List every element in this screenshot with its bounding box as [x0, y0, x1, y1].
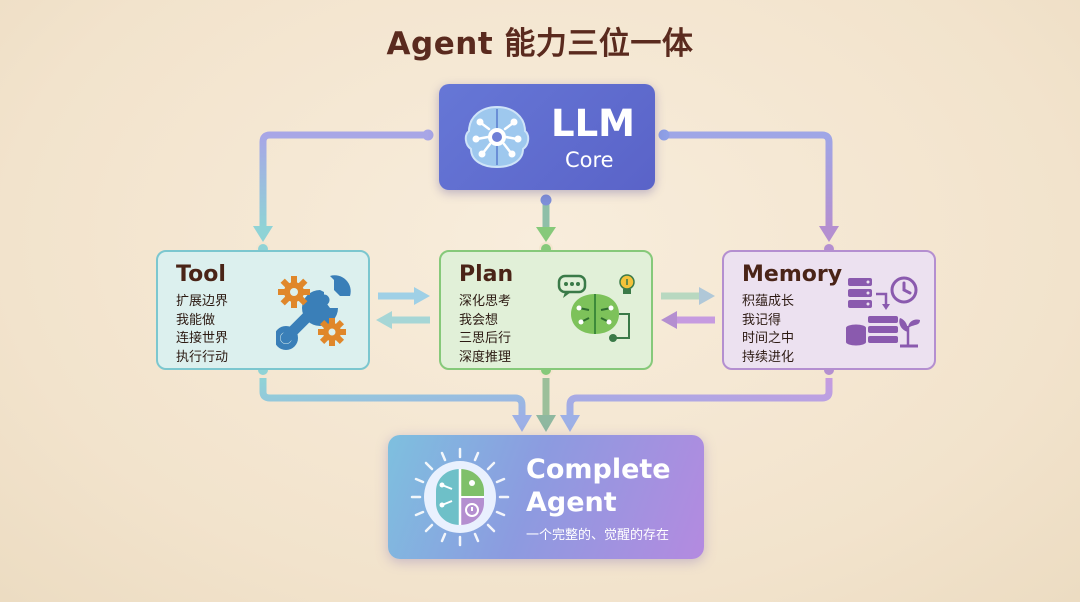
plan-line: 三思后行	[459, 331, 512, 346]
plan-description: 深化思考 我会想 三思后行 深度推理	[459, 293, 511, 367]
arrows-plan-memory	[661, 287, 715, 329]
tool-line: 执行行动	[176, 349, 229, 365]
arrow-memory-to-complete	[560, 378, 833, 432]
llm-title: LLM	[551, 102, 635, 145]
arrow-plan-to-complete	[536, 378, 556, 432]
plan-line: 深化思考	[459, 294, 512, 309]
arrow-llm-to-memory	[658, 129, 839, 242]
memory-title: Memory	[742, 262, 843, 287]
memory-line: 时间之中	[742, 331, 795, 346]
complete-title-line2: Agent	[526, 487, 617, 518]
memory-line: 我记得	[742, 312, 782, 328]
memory-description: 积蕴成长 我记得 时间之中 持续进化	[742, 293, 794, 367]
brain-circuit-icon	[459, 99, 535, 179]
arrow-llm-to-tool	[253, 129, 434, 242]
glowing-brain-icon	[408, 445, 512, 553]
complete-agent-node: Complete Agent 一个完整的、觉醒的存在	[388, 435, 704, 559]
complete-title-line1: Complete	[526, 454, 671, 485]
tool-line: 连接世界	[176, 331, 229, 346]
database-clock-icon	[842, 272, 924, 356]
llm-subtitle: Core	[565, 148, 614, 172]
llm-core-node: LLM Core	[439, 84, 655, 190]
tool-description: 扩展边界 我能做 连接世界 执行行动	[176, 293, 228, 367]
tool-title: Tool	[176, 262, 226, 287]
brain-lightbulb-icon	[555, 272, 639, 356]
memory-line: 持续进化	[742, 349, 795, 365]
arrow-tool-to-complete	[259, 378, 532, 432]
tool-node: Tool 扩展边界 我能做 连接世界 执行行动	[156, 250, 370, 370]
wrench-gear-icon	[274, 270, 356, 356]
complete-subtitle: 一个完整的、觉醒的存在	[526, 528, 670, 543]
memory-node: Memory 积蕴成长 我记得 时间之中 持续进化	[722, 250, 936, 370]
plan-title: Plan	[459, 262, 514, 287]
tool-line: 扩展边界	[176, 294, 229, 309]
page-title: Agent 能力三位一体	[386, 26, 694, 62]
plan-node: Plan 深化思考 我会想 三思后行 深度推理	[439, 250, 653, 370]
tool-line: 我能做	[176, 312, 216, 328]
arrow-llm-to-plan	[536, 194, 556, 242]
memory-line: 积蕴成长	[742, 294, 795, 309]
plan-line: 深度推理	[459, 349, 512, 365]
plan-line: 我会想	[459, 312, 499, 328]
arrows-tool-plan	[376, 287, 430, 329]
